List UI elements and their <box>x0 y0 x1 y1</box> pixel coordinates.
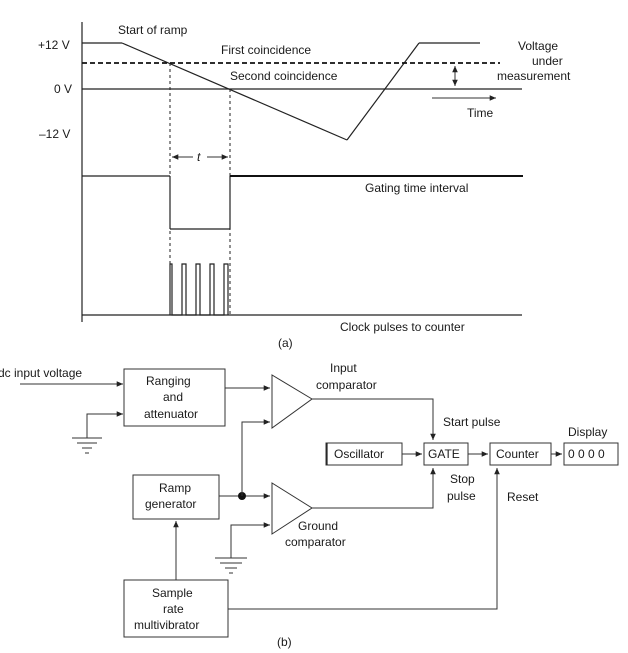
input-comparator-label-1: Input <box>330 361 357 375</box>
clock-pulses-label: Clock pulses to counter <box>340 320 465 334</box>
ranging-label-3: attenuator <box>144 407 198 421</box>
sample-label-1: Sample <box>152 586 193 600</box>
display-box <box>563 442 619 466</box>
label-plus-12v: +12 V <box>38 38 70 52</box>
time-label: Time <box>467 106 494 120</box>
ground-comparator <box>271 482 313 535</box>
ramp-down <box>121 42 348 141</box>
display-label: Display <box>568 425 607 439</box>
ramp-generator-box <box>132 474 220 520</box>
voltage-label-line2: under <box>532 54 563 68</box>
label-zero-v: 0 V <box>54 82 72 96</box>
input-comparator-label-2: comparator <box>316 378 377 392</box>
voltage-label-line1: Voltage <box>518 39 558 53</box>
ranging-label-2: and <box>163 390 183 404</box>
ramp-up <box>346 42 420 141</box>
label-minus-12v: –12 V <box>39 127 70 141</box>
sample-label-3: multivibrator <box>134 618 199 632</box>
second-coincidence-label: Second coincidence <box>230 69 338 83</box>
gating-time-label: Gating time interval <box>365 181 468 195</box>
ramp-label-2: generator <box>145 497 196 511</box>
counter-label: Counter <box>496 447 539 461</box>
dc-input-label: dc input voltage <box>0 366 82 380</box>
start-of-ramp-label: Start of ramp <box>118 23 188 37</box>
gate-label: GATE <box>428 447 460 461</box>
sample-label-2: rate <box>163 602 184 616</box>
clock-pulses <box>82 263 522 316</box>
caption-b: (b) <box>277 635 292 649</box>
display-value: 0 0 0 0 <box>568 447 605 461</box>
voltage-label-line3: measurement <box>497 69 571 83</box>
sample-rate-box <box>123 579 229 638</box>
t-label: t <box>197 150 201 164</box>
block-diagram: dc input voltage Ranging and attenuator … <box>0 361 619 649</box>
oscillator-label: Oscillator <box>334 447 384 461</box>
ramp-label-1: Ramp <box>159 481 191 495</box>
caption-a: (a) <box>278 336 293 350</box>
ground-comparator-label-1: Ground <box>298 519 338 533</box>
ranging-attenuator-box <box>123 368 226 427</box>
waveform-diagram: +12 V 0 V –12 V Start of ramp First coin… <box>38 22 571 350</box>
ground-comparator-label-2: comparator <box>285 535 346 549</box>
ranging-label-1: Ranging <box>146 374 191 388</box>
stop-pulse-label-1: Stop <box>450 472 475 486</box>
first-coincidence-label: First coincidence <box>221 43 311 57</box>
input-comparator <box>271 374 313 429</box>
start-pulse-label: Start pulse <box>443 415 501 429</box>
reset-label: Reset <box>507 490 539 504</box>
stop-pulse-label-2: pulse <box>447 489 476 503</box>
